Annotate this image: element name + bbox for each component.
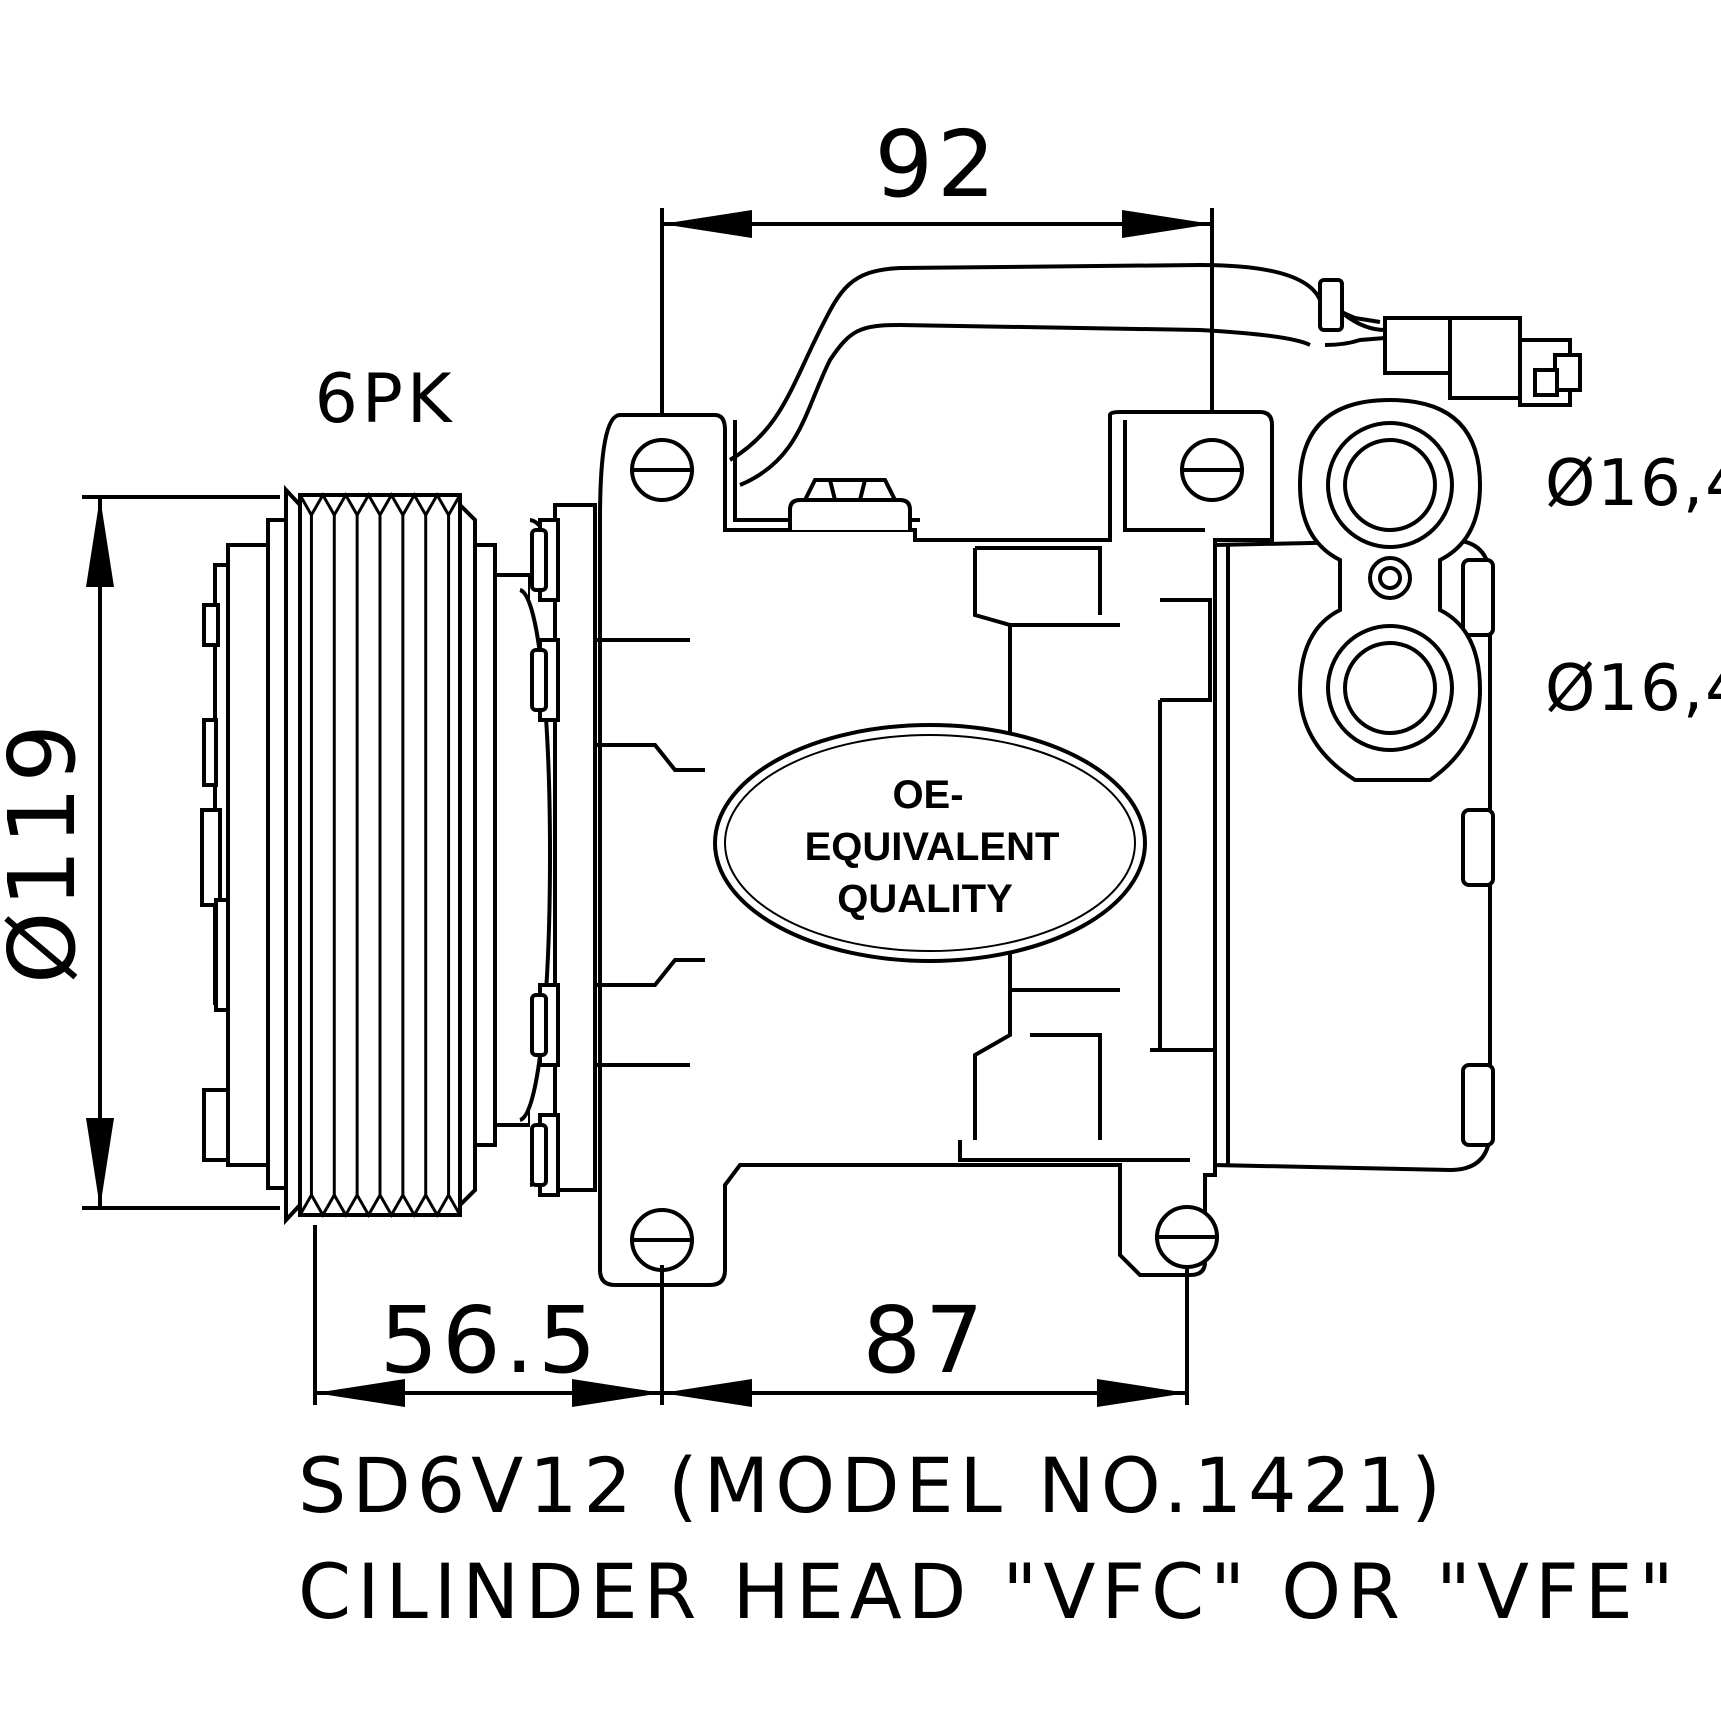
caption-cylinder-head: CILINDER HEAD "VFC" OR "VFE" bbox=[298, 1547, 1680, 1636]
dimension-56-5-label: 56.5 bbox=[380, 1287, 601, 1394]
dimension-pulley-diameter bbox=[82, 495, 280, 1210]
pulley-diameter-label: Ø119 bbox=[0, 720, 96, 984]
port-lower-diameter-label: Ø16,4 bbox=[1545, 652, 1721, 726]
pulley-grooves bbox=[298, 491, 462, 1219]
top-bolt bbox=[788, 478, 912, 530]
port-upper-diameter-label: Ø16,4 bbox=[1545, 447, 1721, 521]
dimension-87-label: 87 bbox=[862, 1287, 987, 1394]
mount-hole-bottom-left bbox=[630, 1208, 694, 1272]
caption-model: SD6V12 (MODEL NO.1421) bbox=[298, 1441, 1447, 1530]
suction-port bbox=[1326, 421, 1454, 549]
discharge-port bbox=[1326, 624, 1454, 752]
oe-quality-badge: OE- EQUIVALENT QUALITY bbox=[713, 723, 1147, 963]
electrical-connector bbox=[1318, 278, 1582, 407]
mount-hole-bottom-right bbox=[1155, 1205, 1219, 1269]
electrical-cable bbox=[728, 262, 1386, 487]
mount-hole-top-left bbox=[630, 438, 694, 502]
clutch-hub bbox=[200, 518, 288, 1190]
badge-line-3: QUALITY bbox=[837, 877, 1013, 921]
dimension-92-label: 92 bbox=[874, 111, 999, 218]
dimension-bottom bbox=[313, 1225, 1189, 1407]
front-housing bbox=[530, 503, 597, 1197]
badge-line-2: EQUIVALENT bbox=[805, 825, 1060, 869]
badge-line-1: OE- bbox=[892, 773, 963, 817]
mount-hole-top-right bbox=[1180, 438, 1244, 502]
belt-profile-label: 6PK bbox=[315, 360, 456, 439]
